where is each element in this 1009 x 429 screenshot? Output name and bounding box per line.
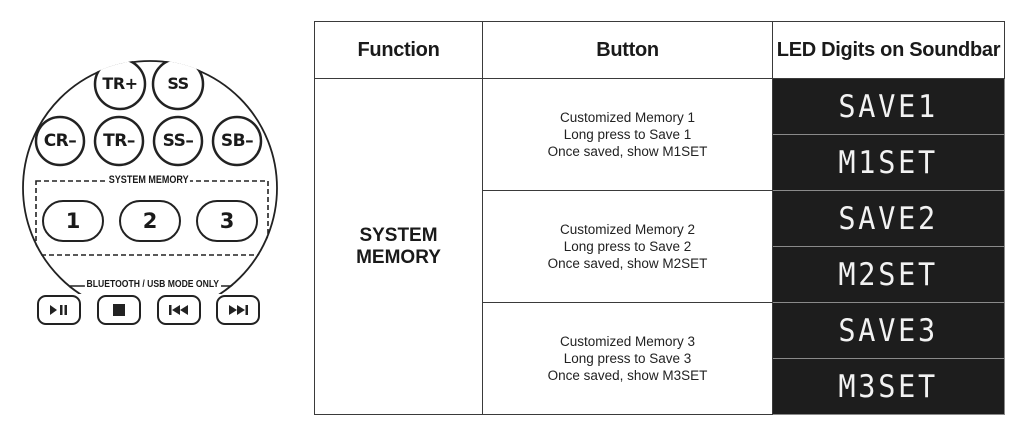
ss-button-label: SS [167,74,189,93]
led-display-m3set: M3SET [772,358,1005,415]
stop-button[interactable] [97,295,141,325]
button-description-3: Customized Memory 3 Long press to Save 3… [482,302,773,415]
led-text: SAVE2 [838,200,939,237]
tr-plus-button-label: TR+ [102,74,138,93]
table-row: M2SET [315,246,1005,303]
led-display-save1: SAVE1 [772,78,1005,135]
play-pause-icon [50,305,67,315]
button-description-2: Customized Memory 2 Long press to Save 2… [482,190,773,303]
system-memory-label: SYSTEM MEMORY [107,174,191,186]
description-line: Customized Memory 2 [559,222,696,237]
next-icon [229,305,248,315]
next-button[interactable] [216,295,260,325]
memory-button-3[interactable]: 3 [196,200,258,242]
table-row: Customized Memory 2 Long press to Save 2… [315,190,1005,303]
table-row: SYSTEM MEMORY Customized Memory 1 Long p… [314,78,1005,415]
description-line: Customized Memory 1 [559,110,696,125]
previous-icon [169,305,188,315]
header-button: Button [482,21,773,79]
ss-minus-button[interactable]: SS– [162,131,194,151]
led-display-m1set: M1SET [772,134,1005,191]
led-text: SAVE1 [838,88,939,125]
bluetooth-usb-mode-label: BLUETOOTH / USB MODE ONLY [84,278,221,290]
description-line: Long press to Save 3 [563,351,692,366]
table-row: M3SET [315,358,1005,415]
led-text: SAVE3 [838,312,939,349]
description-line: Customized Memory 3 [559,334,696,349]
cr-minus-button[interactable]: CR– [43,131,77,151]
led-text: M3SET [838,368,939,405]
description-line: Long press to Save 1 [563,127,692,142]
description-line: Once saved, show M3SET [547,368,708,383]
led-display-m2set: M2SET [772,246,1005,303]
previous-button[interactable] [157,295,201,325]
table-header-row: Function Button LED Digits on Soundbar [314,21,1005,79]
description-line: Once saved, show M1SET [547,144,708,159]
header-function: Function [314,21,483,79]
led-display-save2: SAVE2 [772,190,1005,247]
memory-button-1[interactable]: 1 [42,200,104,242]
led-text: M1SET [838,144,939,181]
led-display-save3: SAVE3 [772,302,1005,359]
table-row: M1SET [315,134,1005,191]
button-description-1: Customized Memory 1 Long press to Save 1… [482,78,773,191]
play-pause-button[interactable] [37,295,81,325]
tr-minus-button[interactable]: TR– [103,131,135,151]
description-line: Once saved, show M2SET [547,256,708,271]
led-text: M2SET [838,256,939,293]
description-line: Long press to Save 2 [563,239,692,254]
function-name-cell: SYSTEM MEMORY [314,78,483,415]
table-row: Customized Memory 3 Long press to Save 3… [315,302,1005,415]
header-led-digits: LED Digits on Soundbar [772,21,1005,79]
memory-button-2[interactable]: 2 [119,200,181,242]
sb-minus-button[interactable]: SB– [220,131,254,151]
stop-icon [113,304,125,316]
remote-illustration: TR+ SS CR– TR– SS– SB– SYSTEM MEMORY 1 2… [8,4,298,294]
system-memory-table: Function Button LED Digits on Soundbar S… [314,21,1005,415]
